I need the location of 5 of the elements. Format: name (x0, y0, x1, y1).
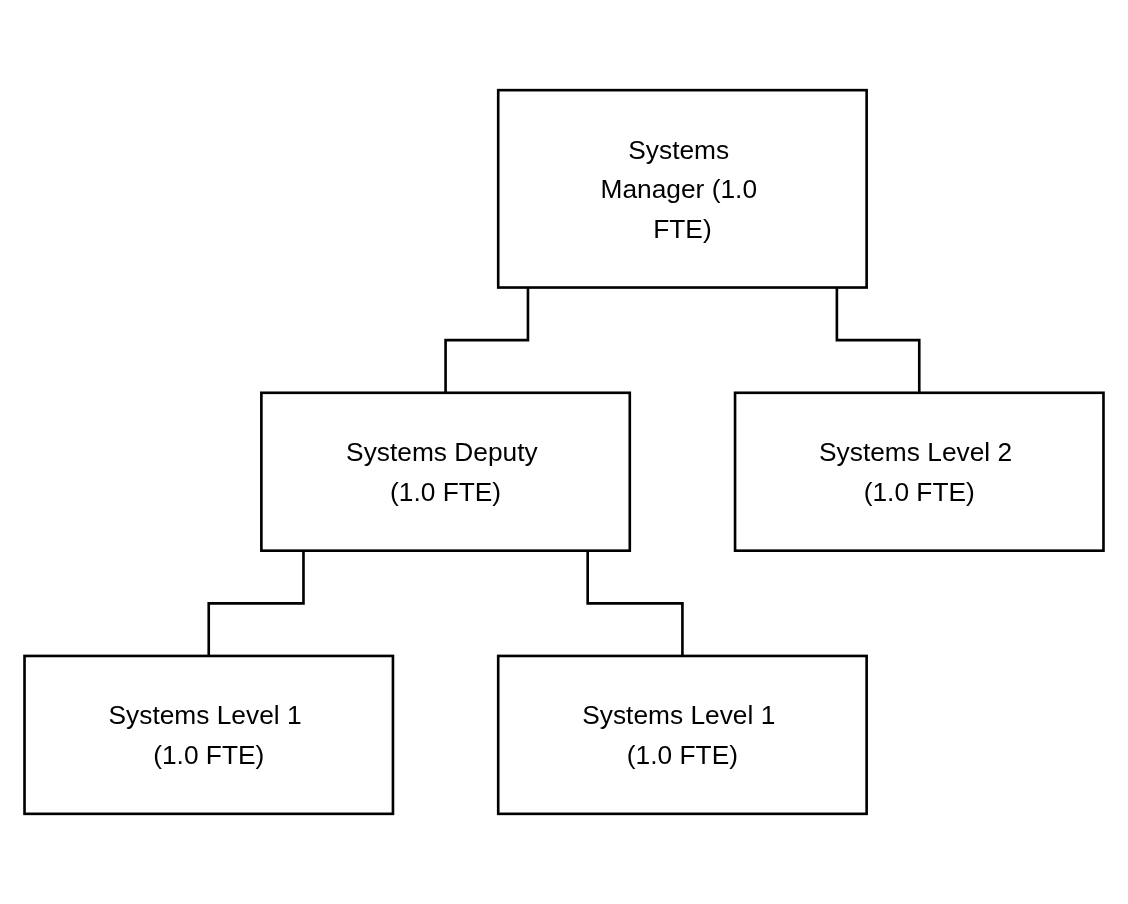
node-box: Systems Level 1 (1.0 FTE) (496, 654, 868, 816)
node-box: Systems Level 1 (1.0 FTE) (23, 654, 395, 816)
node-box: Systems Deputy (1.0 FTE) (260, 391, 632, 552)
node-box: Systems Manager (1.0 FTE) (496, 88, 868, 289)
node-box: Systems Level 2 (1.0 FTE) (733, 391, 1105, 552)
